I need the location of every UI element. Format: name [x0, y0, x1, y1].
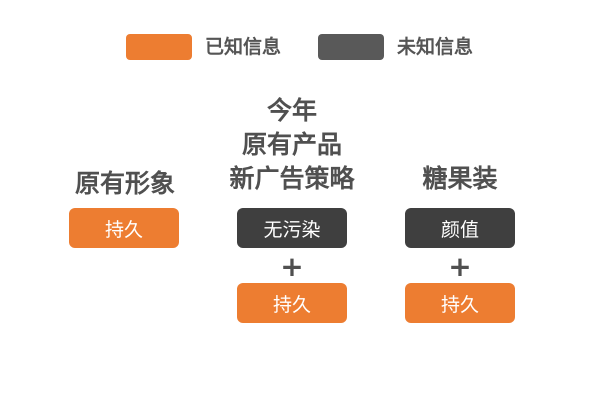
box-pollution-free-unknown: 无污染 — [237, 208, 347, 248]
box-label: 颜值 — [440, 218, 479, 241]
box-label: 持久 — [440, 293, 479, 316]
plus-connector: + — [280, 250, 304, 283]
box-label: 持久 — [104, 218, 143, 241]
legend-unknown-swatch — [318, 34, 384, 60]
column-title-new-ad-strategy: 今年 原有产品 新广告策略 — [229, 96, 355, 193]
box-label: 持久 — [272, 293, 311, 316]
legend-known-swatch — [126, 34, 192, 60]
box-durable-known: 持久 — [405, 283, 515, 323]
box-appearance-unknown: 颜值 — [405, 208, 515, 248]
box-durable-known: 持久 — [69, 208, 179, 248]
legend-unknown-label: 未知信息 — [397, 36, 474, 58]
column-title-candy-pack: 糖果装 — [422, 164, 498, 193]
box-durable-known: 持久 — [237, 283, 347, 323]
plus-connector: + — [448, 250, 472, 283]
column-title-original-image: 原有形象 — [74, 169, 175, 198]
legend-known-label: 已知信息 — [205, 36, 282, 58]
box-label: 无污染 — [263, 218, 321, 241]
